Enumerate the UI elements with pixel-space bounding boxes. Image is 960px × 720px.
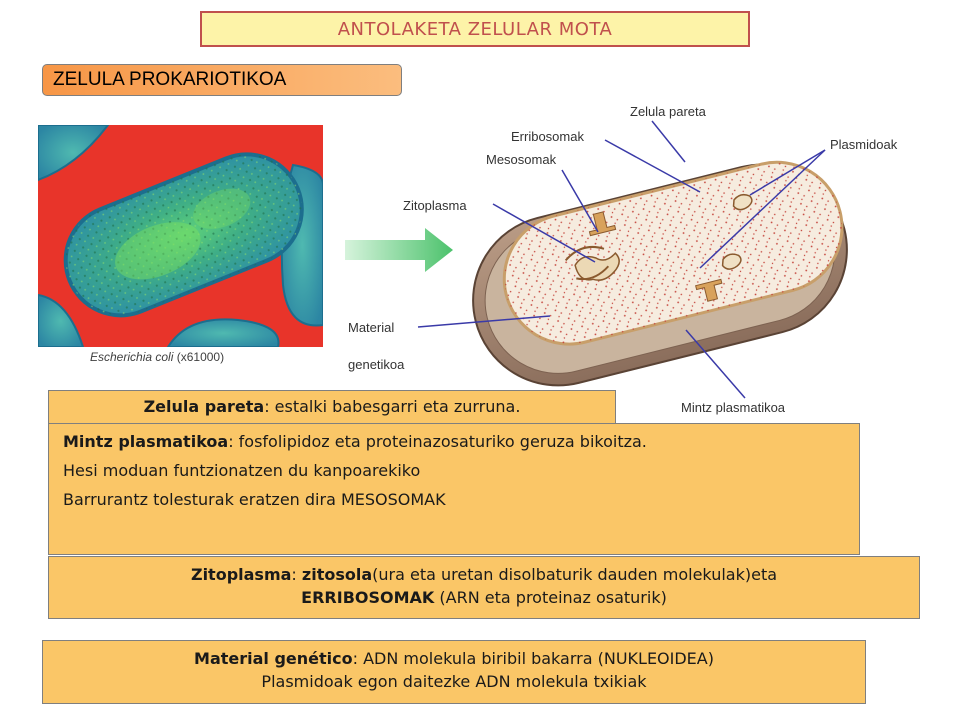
genetic-text: : ADN molekula biribil bakarra (NUKLEOID… bbox=[352, 649, 714, 668]
cyto-line-1: Zitoplasma: zitosola(ura eta uretan diso… bbox=[49, 563, 919, 586]
cyto-term: Zitoplasma bbox=[190, 565, 292, 584]
wall-text: : estalki babesgarri eta zurruna. bbox=[264, 397, 521, 416]
label-erribosomak: Erribosomak bbox=[511, 129, 584, 144]
info-box-cytoplasm: Zitoplasma: zitosola(ura eta uretan diso… bbox=[48, 556, 920, 619]
cyto-text: (ura eta uretan disolbaturik dauden mole… bbox=[372, 565, 778, 584]
section-header: ZELULA PROKARIOTIKOA bbox=[42, 64, 402, 96]
info-box-genetic-material: Material genético: ADN molekula biribil … bbox=[42, 640, 866, 704]
genetic-term: Material genético bbox=[194, 649, 353, 668]
cyto-sep: : bbox=[291, 565, 302, 584]
label-zelula-pareta: Zelula pareta bbox=[630, 104, 706, 119]
label-mesosomak: Mesosomak bbox=[486, 152, 557, 167]
genetic-line-2: Plasmidoak egon daitezke ADN molekula tx… bbox=[261, 672, 647, 691]
membrane-text: : fosfolipidoz eta proteinazosaturiko ge… bbox=[228, 432, 647, 451]
label-zitoplasma: Zitoplasma bbox=[403, 198, 467, 213]
label-genetikoa: genetikoa bbox=[348, 357, 405, 372]
caption-magnification: (x61000) bbox=[176, 350, 225, 364]
membrane-line-1: Mintz plasmatikoa: fosfolipidoz eta prot… bbox=[63, 432, 845, 451]
cyto-term2: zitosola bbox=[301, 565, 373, 584]
page-title: ANTOLAKETA ZELULAR MOTA bbox=[200, 11, 750, 47]
membrane-line-3: Barrurantz tolesturak eratzen dira MESOS… bbox=[63, 490, 446, 509]
label-plasmidoak: Plasmidoak bbox=[830, 137, 898, 152]
cyto-text2: (ARN eta proteinaz osaturik) bbox=[434, 588, 667, 607]
section-header-text: ZELULA PROKARIOTIKOA bbox=[53, 69, 287, 90]
prokaryotic-cell-diagram bbox=[472, 160, 848, 387]
membrane-term: Mintz plasmatikoa bbox=[63, 432, 229, 451]
right-arrow-icon bbox=[345, 228, 453, 272]
membrane-line-2: Hesi moduan funtzionatzen du kanpoarekik… bbox=[63, 461, 421, 480]
label-material: Material bbox=[348, 320, 395, 335]
info-box-plasma-membrane: Mintz plasmatikoa: fosfolipidoz eta prot… bbox=[48, 423, 860, 555]
cyto-term3: ERRIBOSOMAK bbox=[301, 588, 435, 607]
micrograph-image bbox=[38, 125, 323, 347]
page-title-text: ANTOLAKETA ZELULAR MOTA bbox=[337, 18, 613, 40]
cyto-line-2: ERRIBOSOMAK (ARN eta proteinaz osaturik) bbox=[49, 586, 919, 609]
micrograph-caption: Escherichia coli (x61000) bbox=[90, 350, 224, 364]
label-mintz-plasmatikoa: Mintz plasmatikoa bbox=[681, 400, 786, 415]
wall-term: Zelula pareta bbox=[143, 397, 265, 416]
genetic-line-1: Material genético: ADN molekula biribil … bbox=[43, 647, 865, 670]
caption-species: Escherichia coli bbox=[90, 350, 174, 364]
